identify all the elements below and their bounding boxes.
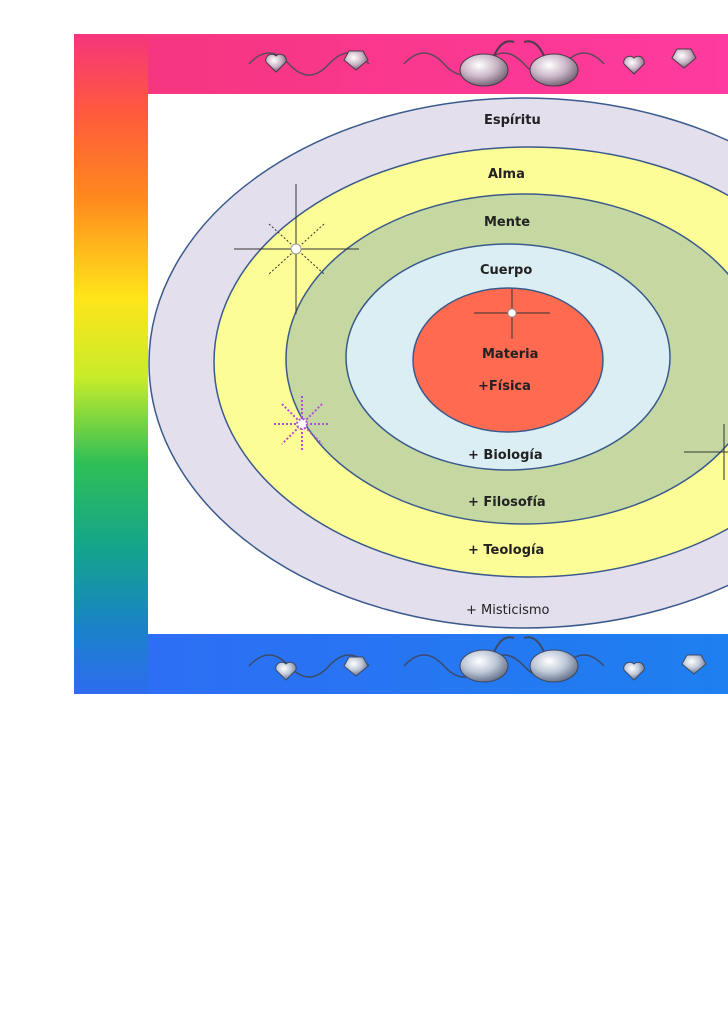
swan-icon [459, 636, 579, 683]
concentric-diagram: Espíritu Alma Mente Cuerpo Materia +Físi… [148, 97, 728, 629]
heart-jewel-icon [343, 50, 369, 71]
heart-jewel-icon [671, 48, 697, 69]
decorative-frame: Espíritu Alma Mente Cuerpo Materia +Físi… [74, 34, 728, 694]
frame-graphic: Espíritu Alma Mente Cuerpo Materia +Físi… [74, 34, 728, 694]
bottom-band [74, 634, 728, 694]
label-materia: Materia [482, 347, 538, 362]
label-cuerpo: Cuerpo [480, 263, 532, 278]
bottom-ornament-row [248, 636, 707, 683]
left-band [74, 34, 148, 694]
top-band [74, 34, 728, 94]
sparkle-star-icon [474, 289, 550, 339]
sparkle-star-icon [684, 424, 728, 480]
heart-jewel-icon [343, 656, 369, 677]
heart-jewel-icon [623, 661, 645, 681]
label-biologia: + Biología [468, 448, 543, 463]
heart-jewel-icon [265, 53, 287, 73]
label-espiritu: Espíritu [484, 113, 541, 128]
heart-jewel-icon [275, 661, 297, 681]
label-teologia: + Teología [468, 543, 544, 558]
sparkle-star-icon [234, 184, 359, 314]
ring-materia [412, 287, 604, 433]
label-alma: Alma [488, 167, 525, 182]
heart-jewel-icon [681, 654, 707, 675]
purple-star-icon [274, 396, 330, 452]
swan-icon [459, 40, 579, 87]
label-misticismo: + Misticismo [466, 603, 550, 618]
label-mente: Mente [484, 215, 530, 230]
label-filosofia: + Filosofía [468, 495, 546, 510]
top-ornament-row [248, 40, 697, 87]
heart-jewel-icon [623, 55, 645, 75]
label-fisica: +Física [478, 379, 531, 394]
